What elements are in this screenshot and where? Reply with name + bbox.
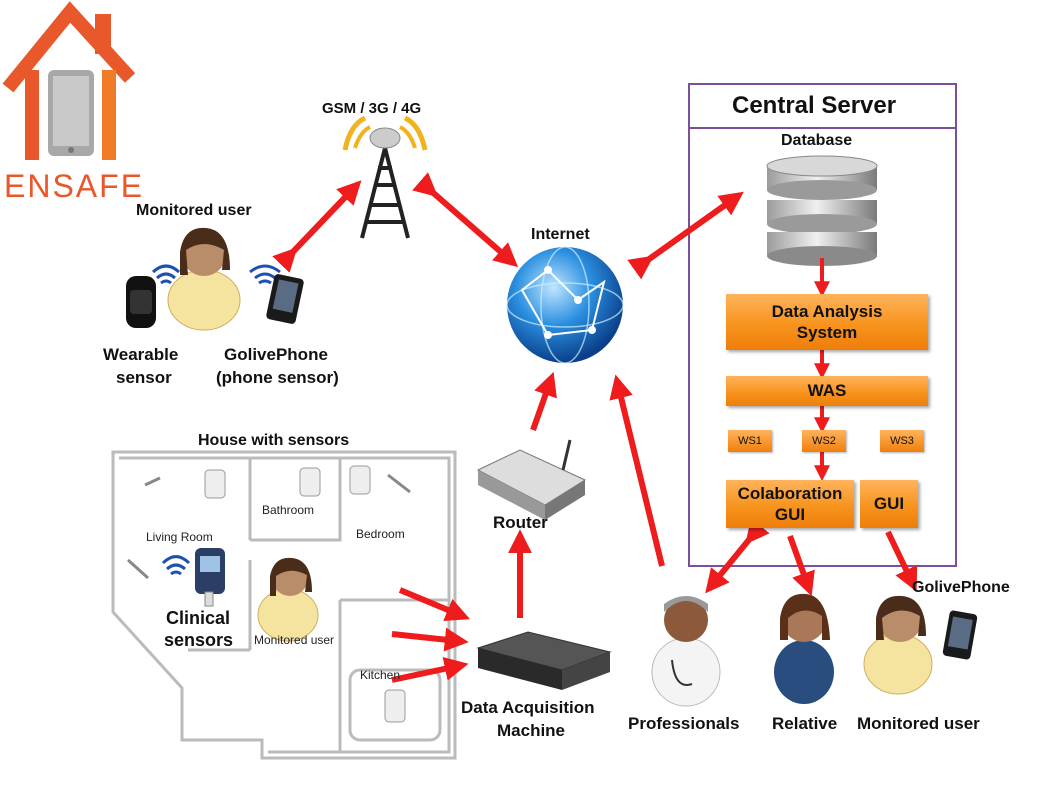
room-kitchen: Kitchen: [360, 668, 401, 682]
collab-label-line1: Colaboration: [737, 484, 843, 503]
room-bathroom: Bathroom: [262, 503, 315, 517]
daq-label-line1: Data Acquisition: [461, 698, 595, 717]
data-acquisition-machine-icon: [476, 631, 612, 690]
clinical-label-line2: sensors: [164, 630, 234, 650]
central-server-title: Central Server: [732, 92, 897, 119]
glucometer-icon: [195, 548, 225, 607]
das-label-line1: Data Analysis: [771, 302, 883, 321]
golive-bottom-label: GolivePhone: [912, 579, 1010, 596]
central-server-box: [688, 83, 957, 567]
monitored-user-bottom-icon: [863, 595, 933, 695]
wifi-icon: [161, 555, 191, 576]
gui-label: GUI: [873, 494, 905, 513]
data-analysis-system-box: Data Analysis System: [726, 294, 928, 350]
room-monitored-user: Monitored user: [254, 633, 335, 647]
gsm-label: GSM / 3G / 4G: [322, 100, 422, 117]
collaboration-gui-box: Colaboration GUI: [726, 480, 854, 528]
golive-label-line1: GolivePhone: [224, 345, 328, 364]
motion-sensor-icon: [204, 465, 406, 723]
ws3-box: WS3: [880, 430, 924, 452]
professional-icon: [651, 596, 721, 707]
router-icon: [476, 439, 587, 520]
room-living-room: Living Room: [146, 530, 213, 544]
cell-tower-icon: [342, 115, 428, 239]
golive-phone-bottom-icon: [942, 610, 978, 660]
internet-globe-icon: [506, 246, 624, 364]
internet-label: Internet: [531, 226, 590, 243]
database-label: Database: [781, 132, 853, 149]
golive-label-line2: (phone sensor): [216, 368, 339, 387]
database-icon: [766, 155, 878, 266]
ensafe-logo-icon: [2, 1, 136, 160]
was-label: WAS: [807, 381, 847, 400]
monitored-user-top-label: Monitored user: [136, 202, 252, 219]
ensafe-logo-text: ENSAFE: [4, 168, 145, 204]
gui-box: GUI: [860, 480, 918, 528]
house-floor-plan: [111, 450, 457, 760]
monitored-user-top-icon: [167, 227, 241, 331]
router-label: Router: [493, 513, 548, 532]
clinical-label-line1: Clinical: [166, 608, 231, 628]
professionals-label: Professionals: [628, 714, 740, 733]
ws1-box: WS1: [728, 430, 772, 452]
relative-label: Relative: [772, 714, 838, 733]
monitored-user-bottom-label: Monitored user: [857, 714, 980, 733]
door-sensor-icon: [126, 473, 411, 580]
was-box: WAS: [726, 376, 928, 406]
monitored-user-house-icon: [257, 557, 319, 642]
room-bedroom: Bedroom: [356, 527, 405, 541]
relative-icon: [774, 593, 834, 704]
das-label-line2: System: [796, 323, 858, 342]
connection-arrows: [272, 172, 918, 683]
golive-phone-icon: [266, 274, 304, 324]
collab-label-line2: GUI: [774, 505, 806, 524]
ws2-box: WS2: [802, 430, 846, 452]
wearable-label-line2: sensor: [116, 368, 172, 387]
daq-label-line2: Machine: [497, 721, 566, 740]
wearable-label-line1: Wearable: [103, 345, 179, 364]
house-title: House with sensors: [198, 432, 350, 449]
wearable-sensor-icon: [126, 276, 156, 328]
